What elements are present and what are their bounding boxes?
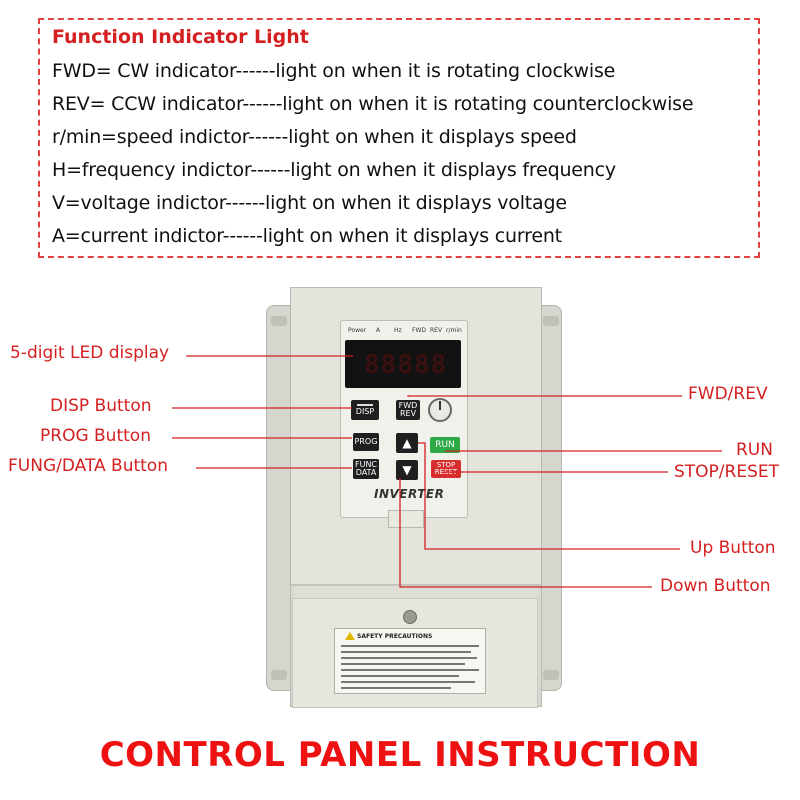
callout-up-button: Up Button: [690, 538, 776, 558]
left-mounting-ear: [266, 305, 292, 691]
screw-icon: [403, 610, 417, 624]
indicator-label-strip: Power A Hz FWD REV r/min: [346, 327, 466, 337]
warning-icon: [345, 632, 355, 640]
indicator-power: Power: [348, 327, 367, 334]
up-arrow-icon: ▲: [402, 436, 412, 450]
brand-label: INVERTER: [374, 487, 445, 501]
safety-title: SAFETY PRECAUTIONS: [357, 633, 433, 640]
page-title: CONTROL PANEL INSTRUCTION: [99, 735, 701, 775]
indicator-fwd: FWD: [412, 327, 427, 334]
safety-label: SAFETY PRECAUTIONS: [334, 628, 486, 694]
back-arrow-icon: [357, 404, 373, 406]
stop-reset-button[interactable]: STOP RESET: [431, 460, 461, 478]
callout-run: RUN: [736, 440, 773, 460]
down-button[interactable]: ▼: [396, 460, 418, 480]
led-digits: 88888: [364, 350, 448, 380]
function-indicator-legend: Function Indicator Light FWD= CW indicat…: [38, 18, 760, 258]
callout-prog-button: PROG Button: [40, 426, 151, 446]
callout-disp-button: DISP Button: [50, 396, 152, 416]
fwd-rev-button[interactable]: FWD REV: [396, 400, 420, 420]
callout-led-display: 5-digit LED display: [10, 343, 170, 363]
right-mounting-ear: [540, 305, 562, 691]
legend-title: Function Indicator Light: [52, 26, 309, 48]
legend-line-rev: REV= CCW indicator------light on when it…: [52, 93, 694, 115]
legend-line-frequency: H=frequency indictor------light on when …: [52, 159, 616, 181]
callout-fwd-rev: FWD/REV: [688, 384, 768, 404]
callout-stop-reset: STOP/RESET: [674, 462, 780, 482]
callout-fung-data-button: FUNG/DATA Button: [8, 456, 168, 476]
keypad-tab: [388, 510, 424, 528]
legend-line-fwd: FWD= CW indicator------light on when it …: [52, 60, 616, 82]
indicator-rev: REV: [430, 327, 443, 334]
callout-down-button: Down Button: [660, 576, 771, 596]
indicator-a: A: [376, 327, 381, 334]
speed-knob[interactable]: [428, 398, 452, 422]
prog-button[interactable]: PROG: [353, 433, 379, 451]
legend-line-speed: r/min=speed indictor------light on when …: [52, 126, 577, 148]
led-display: [345, 340, 461, 388]
func-data-button[interactable]: FUNC DATA: [353, 459, 379, 479]
down-arrow-icon: ▼: [402, 463, 412, 477]
indicator-hz: Hz: [394, 327, 402, 334]
indicator-rpm: r/min: [446, 327, 462, 334]
run-button[interactable]: RUN: [430, 437, 460, 453]
disp-button[interactable]: DISP: [351, 400, 379, 420]
legend-line-current: A=current indictor------light on when it…: [52, 225, 562, 247]
up-button[interactable]: ▲: [396, 433, 418, 453]
legend-line-voltage: V=voltage indictor------light on when it…: [52, 192, 567, 214]
